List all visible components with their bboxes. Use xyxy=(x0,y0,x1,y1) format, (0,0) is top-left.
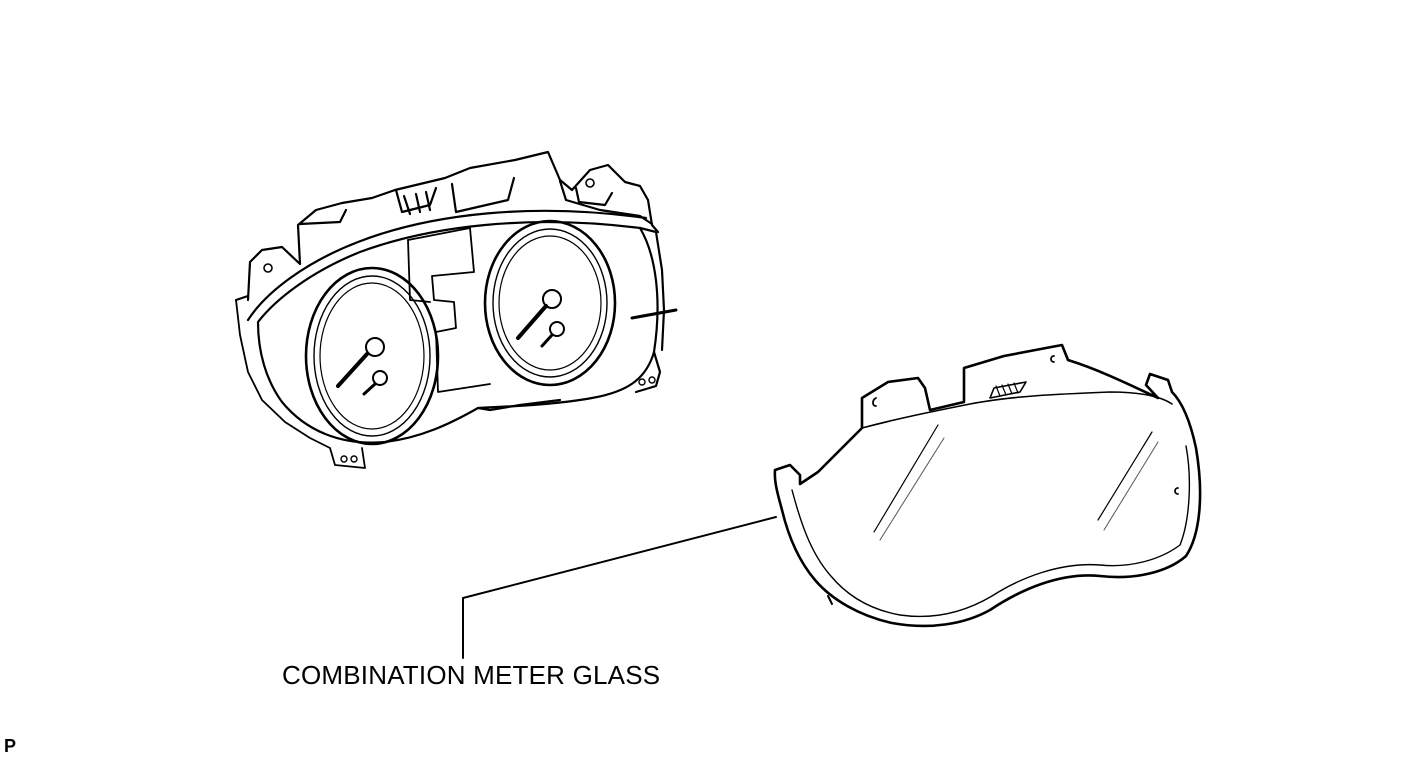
right-gauge xyxy=(483,219,617,387)
left-gauge-needle xyxy=(336,352,369,388)
right-gauge-needle xyxy=(516,304,548,340)
left-gauge xyxy=(304,266,440,446)
combination-meter-assembly xyxy=(234,150,678,469)
glass-reflection-left xyxy=(873,424,939,533)
corner-mark: P xyxy=(4,736,17,756)
callout-leader-line xyxy=(462,516,777,659)
callout-label-combination-meter-glass: COMBINATION METER GLASS xyxy=(282,660,661,690)
glass-reflection-right xyxy=(1097,431,1153,521)
left-gauge-hub xyxy=(365,337,385,357)
meter-front-bezel xyxy=(256,220,659,444)
right-sub-gauge-needle xyxy=(540,333,554,348)
combination-meter-glass xyxy=(773,343,1202,628)
left-sub-gauge-hub xyxy=(372,370,388,386)
meter-rear-housing xyxy=(246,150,660,302)
left-sub-gauge-needle xyxy=(362,382,377,396)
meter-glass-outline xyxy=(773,343,1202,628)
right-sub-gauge-hub xyxy=(549,321,565,337)
right-gauge-hub xyxy=(542,289,562,309)
